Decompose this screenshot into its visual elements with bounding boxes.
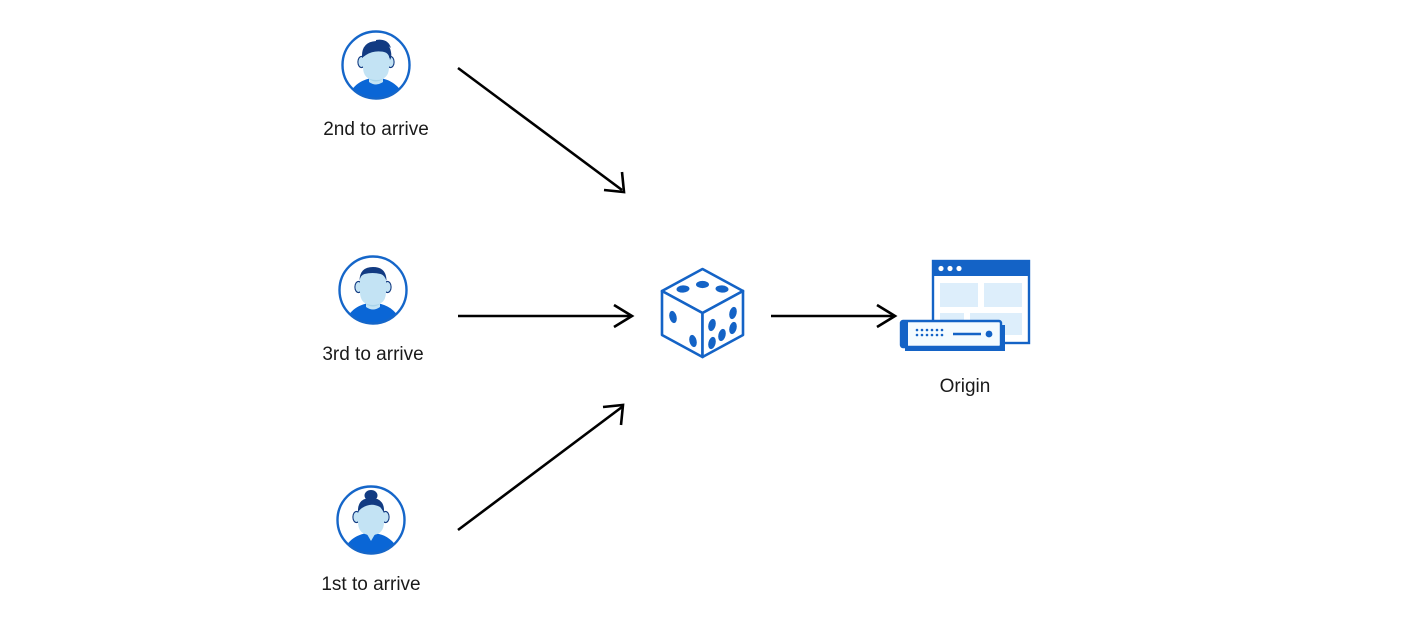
user-avatar-icon [339,28,413,102]
user-avatar-icon [336,253,410,327]
server-device-icon [899,319,1005,351]
node-first-to-arrive: 1st to arrive [311,483,431,594]
user-avatar-icon [334,483,408,557]
origin-server-icon [895,255,1035,360]
dice-icon [655,265,750,365]
node-dice [655,265,750,365]
node-second-to-arrive: 2nd to arrive [316,28,436,139]
arrow-dice-to-origin [771,303,898,329]
node-origin: Origin [895,255,1035,396]
arrow-first-to-dice [457,403,625,532]
node-third-to-arrive: 3rd to arrive [313,253,433,364]
arrow-second-to-dice [457,66,626,194]
node-label-first: 1st to arrive [321,574,421,595]
node-label-origin: Origin [939,376,991,397]
node-label-second: 2nd to arrive [323,119,429,140]
arrow-third-to-dice [458,303,635,329]
node-label-third: 3rd to arrive [322,344,424,365]
